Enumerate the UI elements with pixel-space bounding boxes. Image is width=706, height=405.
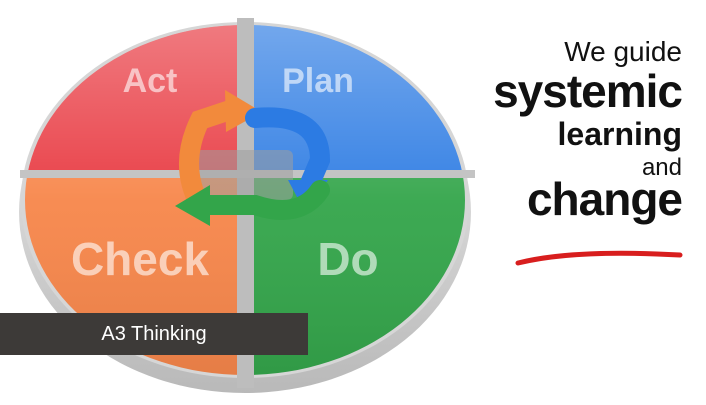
orange-arrowhead-icon	[225, 90, 262, 132]
caption-text: A3 Thinking	[101, 322, 207, 345]
headline-line-2: systemic	[493, 65, 683, 117]
green-arrowhead-icon	[175, 185, 210, 226]
caption-bar: A3 Thinking	[0, 313, 308, 355]
green-arrow-icon	[195, 180, 330, 220]
label-check: Check	[71, 233, 209, 285]
headline: We guide systemic learning and change	[432, 36, 683, 225]
center-hub	[195, 150, 293, 200]
headline-line-4: and	[641, 154, 682, 181]
label-plan: Plan	[282, 62, 354, 100]
label-act: Act	[123, 62, 178, 100]
headline-line-1: We guide	[564, 36, 682, 67]
blue-arrow-icon	[245, 107, 331, 198]
label-do: Do	[317, 233, 378, 285]
cycle-arrows	[175, 90, 331, 226]
headline-line-5: change	[526, 173, 683, 225]
red-underline-swoosh	[515, 250, 683, 266]
headline-line-3: learning	[557, 116, 682, 152]
